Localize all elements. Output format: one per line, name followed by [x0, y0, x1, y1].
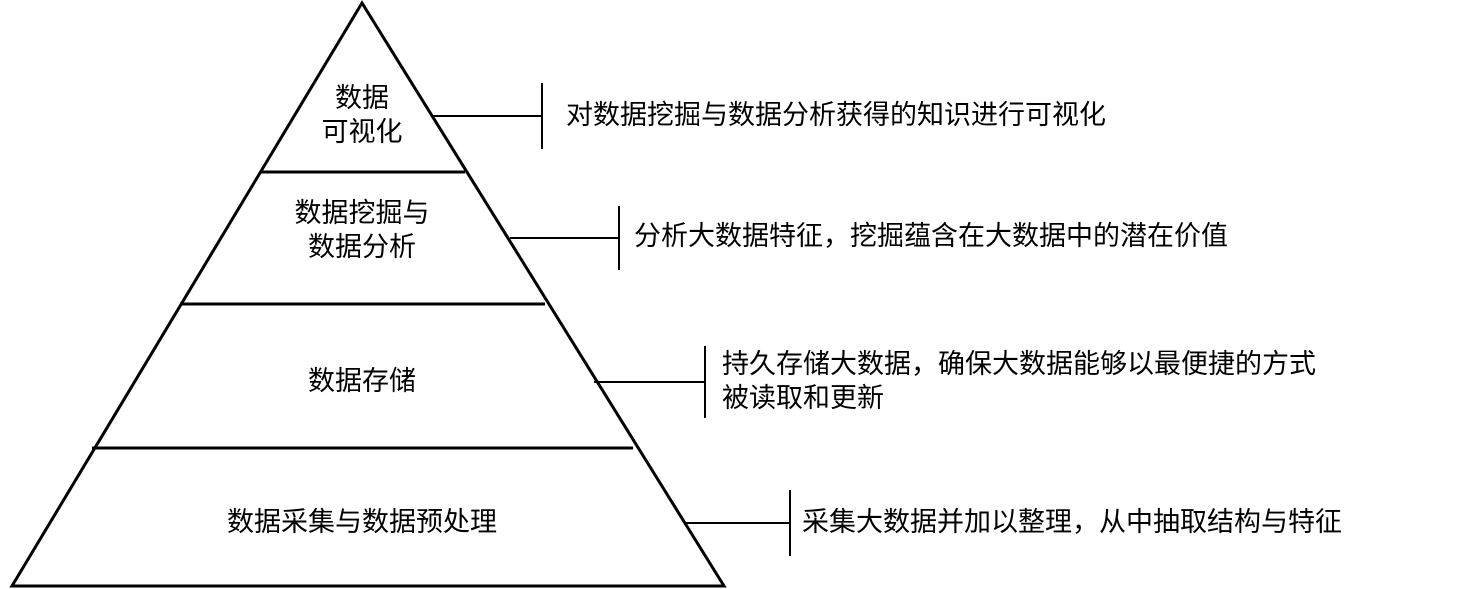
- callout-3: [594, 346, 706, 418]
- level-description-mining-analysis: 分析大数据特征，挖掘蕴含在大数据中的潜在价值: [634, 220, 1228, 254]
- callout-1: [431, 83, 543, 149]
- callout-4: [686, 490, 791, 556]
- level-description-collection-preprocessing: 采集大数据并加以整理，从中抽取结构与特征: [802, 506, 1342, 540]
- level-label-line: 数据分析: [308, 232, 416, 263]
- description-line: 采集大数据并加以整理，从中抽取结构与特征: [802, 507, 1342, 538]
- level-description-visualization: 对数据挖掘与数据分析获得的知识进行可视化: [566, 99, 1106, 133]
- level-label-line: 数据采集与数据预处理: [227, 507, 497, 538]
- description-line: 持久存储大数据，确保大数据能够以最便捷的方式: [722, 349, 1316, 380]
- callout-2: [510, 206, 620, 270]
- level-label-line: 可视化: [321, 117, 403, 148]
- level-label-visualization: 数据 可视化: [292, 82, 432, 150]
- description-line: 对数据挖掘与数据分析获得的知识进行可视化: [566, 100, 1106, 131]
- level-label-storage: 数据存储: [212, 365, 512, 399]
- level-description-storage: 持久存储大数据，确保大数据能够以最便捷的方式 被读取和更新: [722, 348, 1316, 416]
- level-label-collection-preprocessing: 数据采集与数据预处理: [162, 506, 562, 540]
- level-label-mining-analysis: 数据挖掘与 数据分析: [262, 197, 462, 265]
- description-line: 分析大数据特征，挖掘蕴含在大数据中的潜在价值: [634, 221, 1228, 252]
- level-label-line: 数据挖掘与: [294, 198, 430, 229]
- level-label-line: 数据: [335, 83, 389, 114]
- description-line: 被读取和更新: [722, 383, 884, 414]
- level-label-line: 数据存储: [308, 366, 416, 397]
- pyramid-outline: [9, 0, 727, 588]
